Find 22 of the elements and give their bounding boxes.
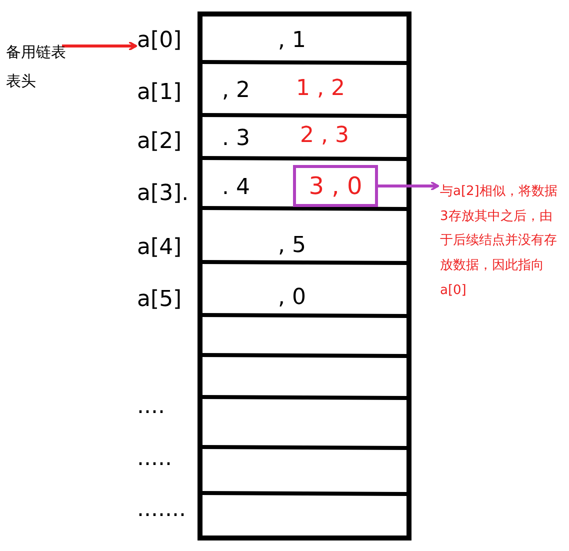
cell-value: , 2 — [222, 78, 250, 103]
ellipsis-text: .... — [137, 394, 165, 419]
cell-value: , 0 — [278, 285, 306, 310]
ellipsis-text: ..... — [137, 446, 172, 471]
index-label: a[2] — [137, 129, 182, 154]
cell-value: 2 , 3 — [300, 123, 349, 148]
cell-value: . 3 — [222, 126, 250, 151]
index-label: a[3]. — [137, 181, 189, 206]
index-label: a[4] — [137, 235, 182, 260]
ellipsis-text: ....... — [137, 497, 186, 522]
annotation-text: 与a[2]相似，将数据3存放其中之后，由于后续结点并没有存放数据，因此指向a[0] — [440, 180, 565, 304]
index-label: a[0] — [137, 28, 182, 53]
index-label: a[5] — [137, 287, 182, 312]
note-text: 备用链表表头 — [6, 38, 70, 95]
cell-value: , 1 — [278, 28, 306, 53]
highlight-box: 3 , 0 — [293, 165, 378, 207]
arrow — [62, 41, 137, 51]
cell-value: 1 , 2 — [296, 76, 345, 101]
cell-value: . 4 — [222, 175, 250, 200]
arrow — [378, 181, 439, 191]
index-label: a[1] — [137, 80, 182, 105]
cell-value: , 5 — [278, 233, 306, 258]
